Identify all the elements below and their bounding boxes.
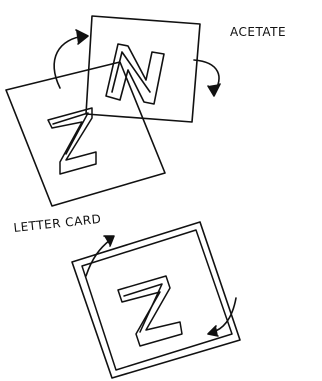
letter-card-sheet (6, 62, 165, 206)
acetate-sheet (86, 16, 200, 122)
acetate-label: ACETATE (230, 25, 286, 39)
letter-card-glyph-z (48, 108, 96, 174)
acetate-glyph-n (106, 44, 164, 104)
flip-arrow-right (194, 60, 220, 96)
top-illustration (6, 16, 220, 206)
bottom-glyph-z (118, 276, 182, 346)
flip-arrow-left (54, 30, 88, 88)
letter-card-label: LETTER CARD (13, 212, 102, 235)
bottom-illustration (72, 222, 240, 378)
